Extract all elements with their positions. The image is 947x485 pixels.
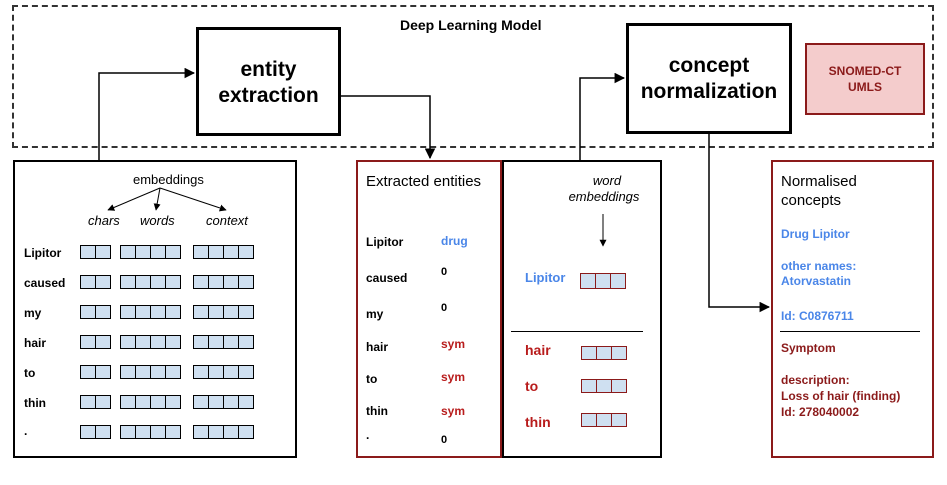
drug-id: Id: C0876711 — [781, 309, 854, 323]
word-vector — [120, 245, 181, 259]
embeddings-title: embeddings — [133, 172, 204, 187]
arrow-entity-extraction-to-extracted — [341, 95, 436, 160]
word-vector — [120, 395, 181, 409]
arrow-embeddings-to-context — [159, 187, 227, 212]
extracted-token: . — [366, 428, 370, 442]
drug-name: Drug Lipitor — [781, 227, 850, 241]
context-vector — [193, 245, 254, 259]
word-vector — [120, 275, 181, 289]
char-vector — [80, 245, 111, 259]
word-vector — [120, 365, 181, 379]
extracted-token: caused — [366, 271, 408, 285]
arrow-concept-to-normalised — [708, 134, 771, 313]
word-embeddings-title-1: word — [592, 173, 622, 188]
word-vector-sym — [581, 346, 627, 360]
char-vector — [80, 425, 111, 439]
concept-normalization-box — [626, 23, 792, 134]
other-names-label: other names: — [781, 259, 857, 273]
extracted-token: thin — [366, 404, 388, 418]
entity-label-drug: drug — [441, 234, 468, 248]
word-vector — [120, 425, 181, 439]
word-embeddings-panel — [502, 160, 662, 458]
entity-label-none: 0 — [441, 302, 448, 314]
symptom-id: Id: 278040002 — [781, 405, 860, 419]
char-vector — [80, 335, 111, 349]
arrow-embeddings-to-entity-extraction — [98, 67, 196, 160]
deep-learning-model-container — [12, 5, 934, 148]
embeddings-col-chars: chars — [88, 213, 120, 228]
context-vector — [193, 395, 254, 409]
entity-extraction-line2: extraction — [218, 84, 319, 107]
normalised-concepts-panel — [771, 160, 934, 458]
other-names-value: Atorvastatin — [781, 274, 852, 288]
embed-token: hair — [24, 336, 47, 350]
char-vector — [80, 275, 111, 289]
concept-normalization-line2: normalization — [640, 80, 778, 103]
description-value: Loss of hair (finding) — [781, 389, 901, 403]
word-emb-sym-token: to — [525, 378, 539, 394]
normalised-title-1: Normalised — [781, 173, 857, 190]
word-emb-drug-token: Lipitor — [525, 270, 566, 285]
embed-token: Lipitor — [24, 246, 62, 260]
description-label: description: — [781, 373, 850, 387]
embeddings-col-words: words — [140, 213, 175, 228]
entity-extraction-box — [196, 27, 341, 136]
entity-extraction-line1: entity — [240, 58, 297, 81]
context-vector — [193, 335, 254, 349]
arrow-embeddings-to-chars — [107, 187, 161, 211]
word-emb-divider — [511, 331, 643, 332]
extracted-token: to — [366, 372, 378, 386]
embeddings-col-context: context — [206, 213, 248, 228]
context-vector — [193, 425, 254, 439]
embed-token: caused — [24, 276, 66, 290]
char-vector — [80, 365, 111, 379]
embed-token: to — [24, 366, 36, 380]
extracted-token: hair — [366, 340, 389, 354]
word-vector — [120, 305, 181, 319]
context-vector — [193, 365, 254, 379]
normalised-divider — [780, 331, 920, 332]
word-vector-sym — [581, 379, 627, 393]
concept-normalization-line1: concept — [668, 54, 750, 77]
word-vector — [120, 335, 181, 349]
extracted-entities-title: Extracted entities — [366, 173, 482, 190]
embed-token: thin — [24, 396, 46, 410]
knowledge-base-line1: SNOMED-CT — [828, 64, 902, 78]
normalised-title-2: concepts — [781, 192, 842, 209]
entity-label-sym: sym — [441, 370, 466, 384]
entity-label-sym: sym — [441, 337, 466, 351]
symptom-title: Symptom — [781, 341, 836, 355]
word-vector-drug — [580, 273, 626, 289]
word-vector-sym — [581, 413, 627, 427]
extracted-entities-panel — [356, 160, 502, 458]
context-vector — [193, 305, 254, 319]
char-vector — [80, 305, 111, 319]
word-embeddings-title-2: embeddings — [568, 189, 640, 204]
entity-label-sym: sym — [441, 404, 466, 418]
word-emb-sym-token: thin — [525, 414, 551, 430]
embed-token: . — [24, 424, 28, 438]
entity-label-none: 0 — [441, 266, 448, 278]
extracted-token: my — [366, 307, 384, 321]
embed-token: my — [24, 306, 42, 320]
arrow-embeddings-to-words — [153, 187, 161, 211]
arrow-word-embeddings-to-concept — [579, 72, 626, 160]
char-vector — [80, 395, 111, 409]
entity-label-none: 0 — [441, 434, 448, 446]
knowledge-base-box — [805, 43, 925, 115]
extracted-token: Lipitor — [366, 235, 404, 249]
word-emb-sym-token: hair — [525, 342, 551, 358]
context-vector — [193, 275, 254, 289]
model-title: Deep Learning Model — [400, 17, 542, 33]
knowledge-base-line2: UMLS — [848, 80, 882, 94]
